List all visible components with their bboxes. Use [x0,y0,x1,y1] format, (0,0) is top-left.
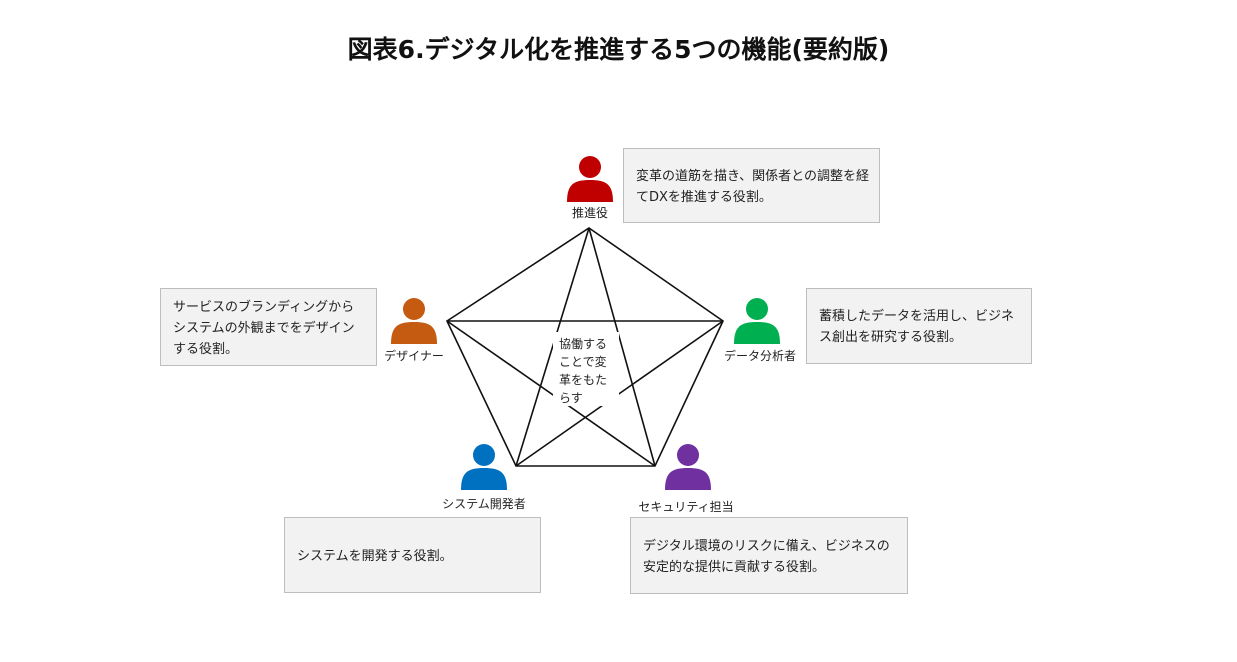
person-icon-developer [461,444,507,490]
role-label-promoter: 推進役 [572,205,608,220]
person-icon-promoter [567,156,613,202]
center-text-line: 革をもた [559,373,607,387]
description-box-analyst: 蓄積したデータを活用し、ビジネス創出を研究する役割。 [806,288,1032,364]
description-box-security: デジタル環境のリスクに備え、ビジネスの安定的な提供に貢献する役割。 [630,517,908,594]
description-box-designer: サービスのブランディングからシステムの外観までをデザインする役割。 [160,288,377,366]
role-label-analyst: データ分析者 [724,348,796,363]
person-icon-security [665,444,711,490]
person-icon-analyst [734,298,780,344]
description-box-promoter: 変革の道筋を描き、関係者との調整を経てDXを推進する役割。 [623,148,880,223]
star-line [588,227,656,467]
role-label-designer: デザイナー [384,348,444,363]
page-title: 図表6.デジタル化を推進する5つの機能(要約版) [347,35,890,64]
role-label-developer: システム開発者 [442,497,526,511]
star-line [515,227,590,467]
description-text: 変革の道筋を描き、関係者との調整を経てDXを推進する役割。 [636,168,869,205]
center-text-background [553,332,619,406]
center-text-line: 協働する [559,336,607,351]
description-text: システムを開発する役割。 [297,548,453,564]
role-label-security: セキュリティ担当 [638,500,733,514]
description-text: デジタル環境のリスクに備え、ビジネスの安定的な提供に貢献する役割。 [643,538,890,575]
pentagon-outline [445,227,725,467]
description-text: サービスのブランディングからシステムの外観までをデザインする役割。 [173,299,355,357]
description-box-developer: システムを開発する役割。 [284,517,541,593]
star-line [515,320,724,467]
center-text-line: ことで変 [559,354,607,369]
star-line [446,320,656,467]
center-text-line: らす [559,391,583,405]
person-icon-designer [391,298,437,344]
description-text: 蓄積したデータを活用し、ビジネス創出を研究する役割。 [819,309,1015,345]
